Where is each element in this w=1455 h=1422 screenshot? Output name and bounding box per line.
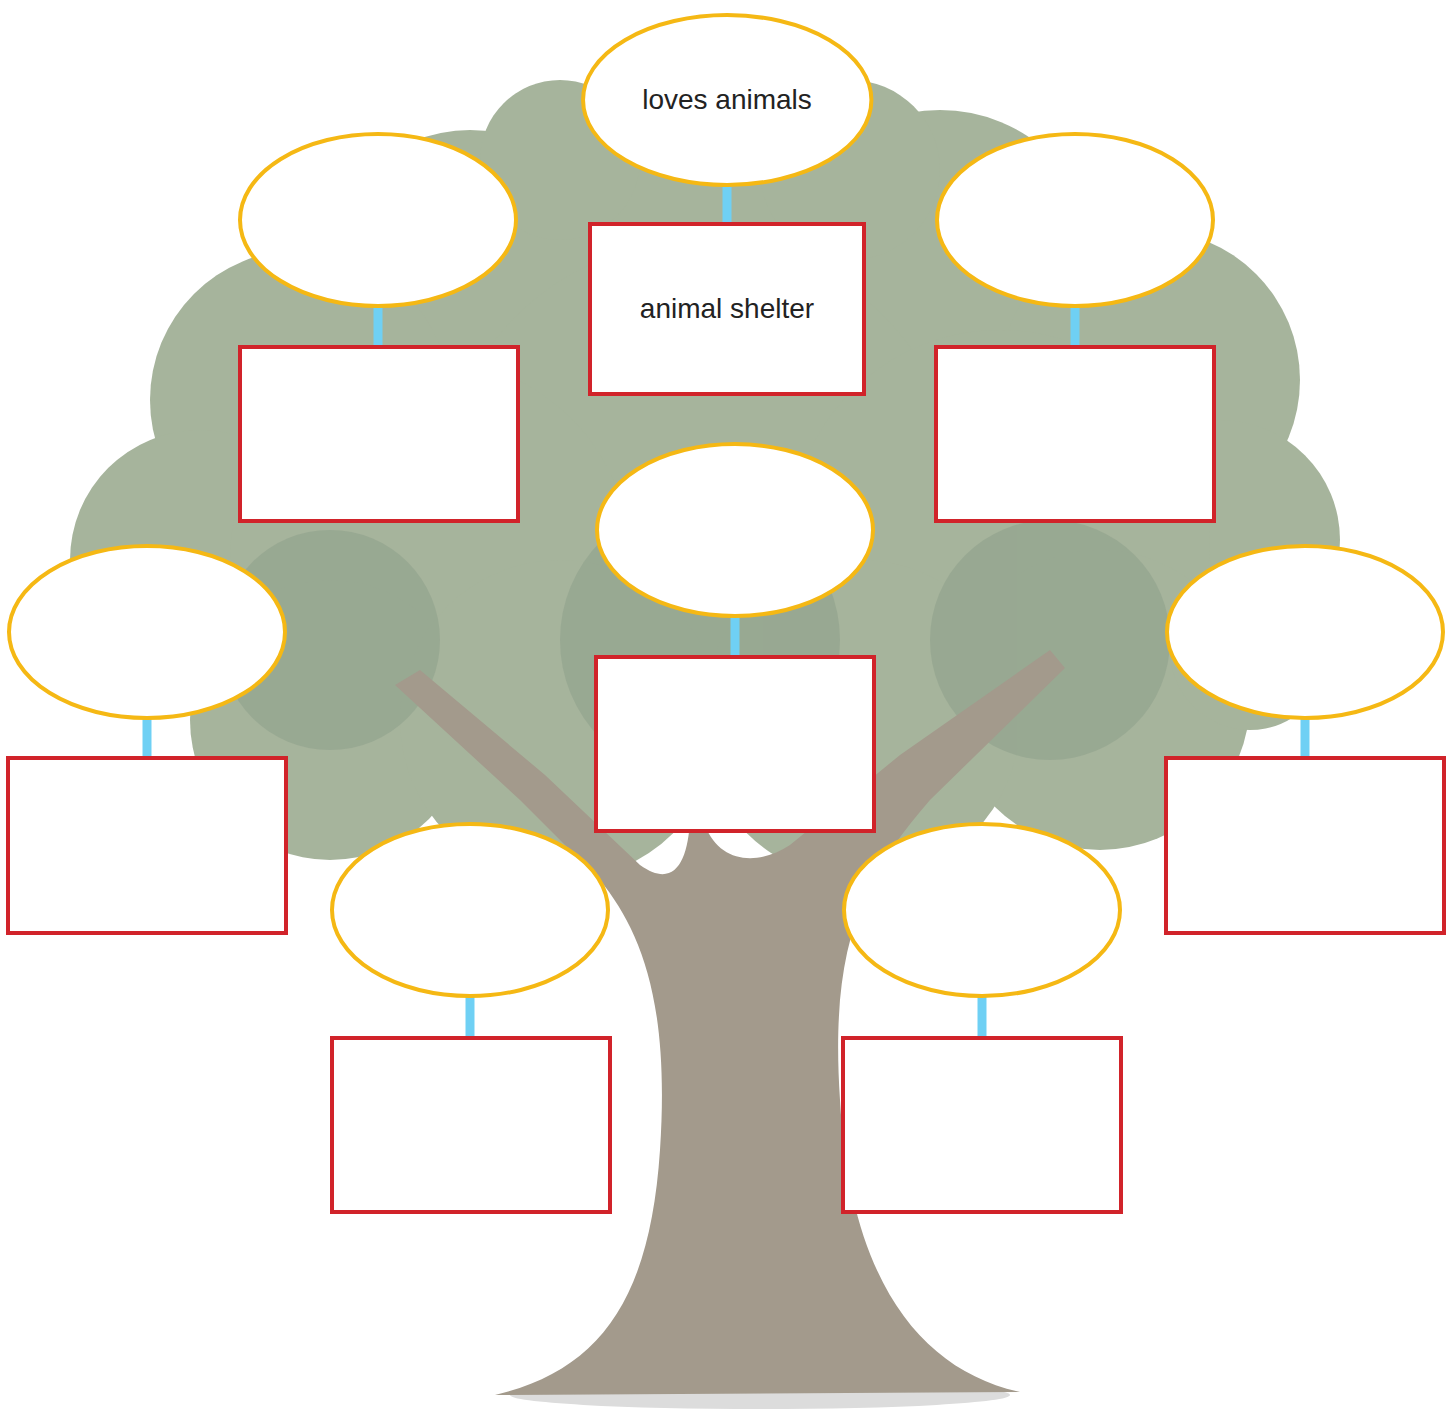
- empty-boxes: [8, 347, 1444, 1212]
- node-text: animal shelter: [634, 293, 820, 325]
- idea-box: animal shelter: [588, 222, 866, 396]
- connector-line: [722, 187, 731, 222]
- node-text: loves animals: [636, 84, 818, 116]
- tree-trunk: [395, 650, 1065, 1395]
- trait-ellipse: loves animals: [581, 13, 873, 187]
- empty-ellipses: [9, 134, 1443, 996]
- empty-connectors: [147, 306, 1305, 1038]
